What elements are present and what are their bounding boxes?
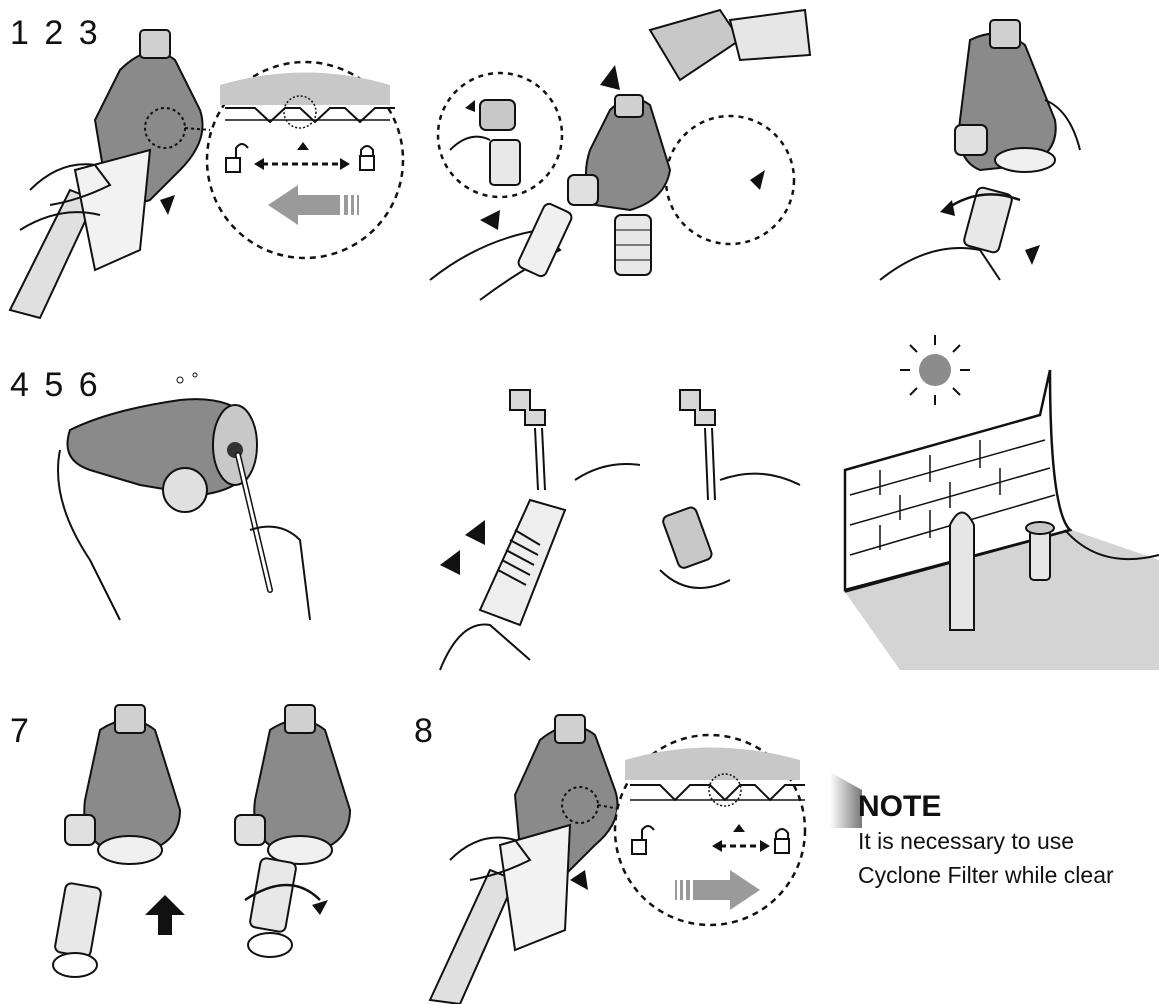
note-text-line-2: Cyclone Filter while clear	[858, 862, 1114, 888]
note-box: NOTE It is necessary to use Cyclone Filt…	[828, 770, 1159, 920]
illustration-step-8-lock	[420, 700, 820, 1004]
step-label-1-2-3: 1 2 3	[10, 14, 101, 52]
note-text-line-1: It is necessary to use	[858, 828, 1075, 854]
step-label-7: 7	[10, 712, 32, 750]
illustration-step-5-wash	[420, 370, 820, 671]
unlock-icon	[631, 825, 655, 855]
step-label-4-5-6: 4 5 6	[10, 366, 101, 404]
illustration-step-3-remove-filter	[860, 0, 1120, 320]
illustration-step-7-reattach-filter	[40, 700, 400, 1000]
lock-icon	[774, 828, 790, 854]
illustration-step-1-unlock	[0, 0, 420, 320]
lock-icon	[359, 145, 375, 171]
note-marker-icon	[830, 772, 862, 828]
illustration-step-2-detach	[420, 0, 820, 320]
step-label-8: 8	[414, 712, 436, 750]
note-title: NOTE	[858, 790, 942, 823]
illustration-step-4-brush-cyclone	[30, 360, 350, 660]
illustration-step-6-dry	[840, 330, 1159, 670]
sun-icon	[900, 335, 970, 405]
unlock-icon	[225, 143, 249, 173]
